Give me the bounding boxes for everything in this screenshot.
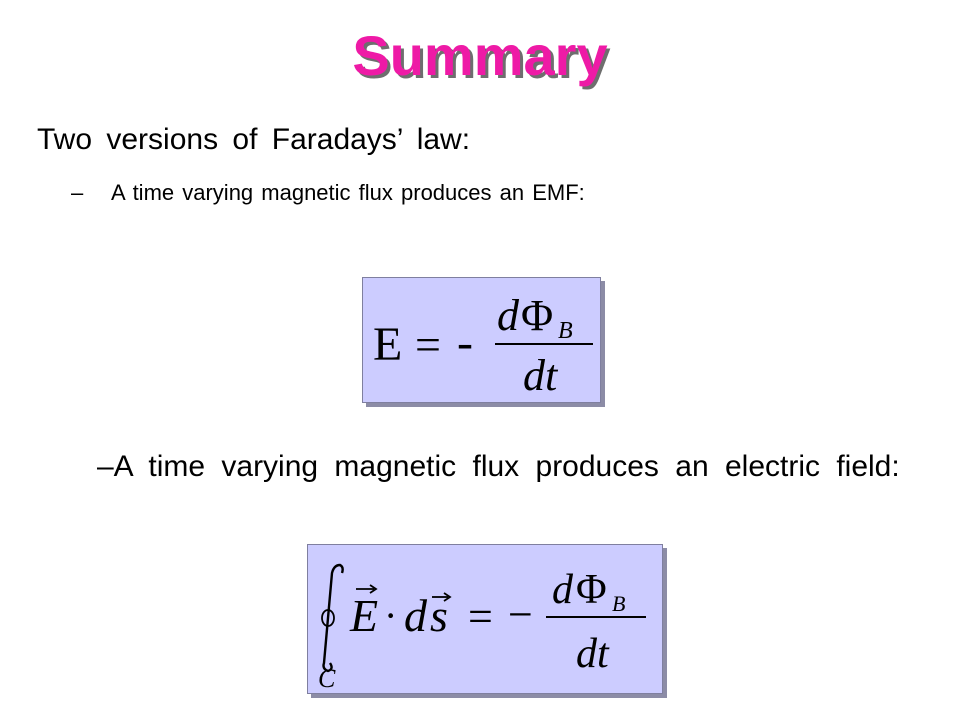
field-flux-subscript: B (612, 591, 625, 616)
bullet-field: –A time varying magnetic flux produces a… (97, 450, 900, 483)
contour-subscript: C (318, 664, 336, 693)
field-equals: = (468, 592, 493, 641)
emf-denominator: dt (523, 351, 559, 400)
field-equation-box: C E · d s = − d Φ B dt (307, 544, 663, 694)
emf-numerator-d: d (497, 291, 520, 340)
field-minus: − (508, 590, 533, 639)
emf-flux-symbol: Φ (521, 291, 553, 340)
intro-text: Two versions of Faradays’ law: (37, 123, 471, 156)
contour-integral-circle (321, 609, 335, 627)
dot-product: · (384, 593, 397, 638)
bullet-emf-text: A time varying magnetic flux produces an… (111, 180, 585, 205)
emf-flux-subscript: B (558, 318, 573, 344)
ds-s: s (430, 590, 448, 641)
emf-equation: E = - d Φ B dt (373, 291, 593, 400)
emf-equation-box: E = - d Φ B dt (362, 277, 601, 403)
slide-title: Summary (352, 24, 608, 87)
emf-symbol: E (373, 318, 402, 371)
emf-minus: - (457, 316, 473, 369)
emf-equals: = (415, 319, 441, 370)
field-equation: C E · d s = − d Φ B dt (318, 563, 646, 693)
bullet-dash: – (71, 180, 84, 205)
field-numerator-d: d (552, 567, 574, 613)
field-flux-symbol: Φ (576, 567, 607, 613)
vector-e: E (349, 590, 378, 641)
bullet-emf: – A time varying magnetic flux produces a… (71, 180, 585, 206)
ds-d: d (404, 590, 428, 641)
field-denominator: dt (576, 631, 610, 677)
contour-integral-sign (322, 563, 344, 673)
vector-arrow-e-head (369, 584, 378, 594)
vector-arrow-s-head (443, 592, 452, 602)
